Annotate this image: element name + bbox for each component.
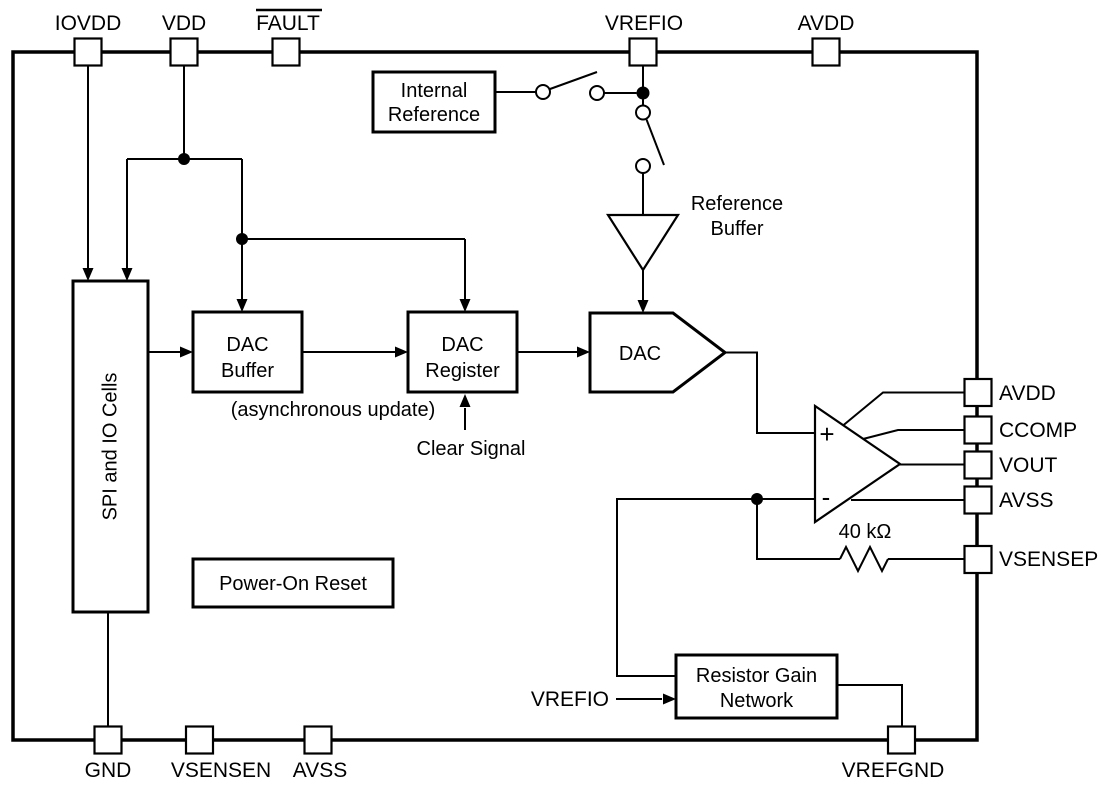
switch-contact-3: [635, 104, 651, 121]
pin-vsensen: [184, 725, 215, 755]
wire-resistor-left: [756, 499, 840, 560]
amp-plus-sign: +: [819, 419, 834, 449]
resistor-value-label: 40 kΩ: [839, 521, 892, 543]
switch-contact-2: [589, 85, 605, 101]
pin-vout: [963, 450, 993, 480]
pin-label-avss-right: AVSS: [999, 489, 1053, 512]
pin-label-vsensep: VSENSEP: [999, 548, 1098, 571]
vrefio-input-label: VREFIO: [531, 688, 609, 711]
arrowhead-dacregister-dac: [577, 346, 590, 358]
dac-label: DAC: [619, 343, 661, 365]
resistor-gain-network-block: [674, 653, 839, 720]
pin-iovdd: [73, 37, 103, 67]
arrowhead-vdd-dacregister: [459, 299, 471, 312]
pin-avdd-right: [963, 377, 993, 408]
pin-label-avdd-right: AVDD: [999, 382, 1056, 405]
pin-vsensep: [963, 544, 993, 575]
arrowhead-iovdd-spi: [82, 268, 94, 281]
arrowhead-refbuffer-dac: [637, 300, 649, 313]
amp-minus-sign: -: [822, 482, 831, 512]
pin-label-gnd: GND: [85, 759, 132, 782]
reference-buffer-label-line1: Reference: [691, 193, 783, 215]
pin-label-vout: VOUT: [999, 454, 1058, 477]
junction-dot-vrefio: [636, 86, 650, 100]
arrowhead-vdd-spi: [121, 268, 133, 281]
junction-dot-branch: [236, 233, 248, 245]
pin-vrefio-top: [628, 37, 658, 67]
pin-label-vrefio-top: VREFIO: [605, 12, 683, 35]
clear-signal-label: Clear Signal: [417, 438, 526, 460]
switch-arm-vertical: [645, 119, 665, 166]
switch-contact-1: [535, 84, 551, 100]
dac-register-label-line2: Register: [425, 360, 500, 382]
arrowhead-spi-dacbuffer: [180, 346, 193, 358]
pin-vdd: [169, 37, 199, 67]
output-amplifier-triangle: [813, 403, 902, 525]
pin-avss-bottom: [303, 725, 333, 755]
internal-reference-block: [371, 70, 497, 134]
power-on-reset-label: Power-On Reset: [219, 573, 367, 595]
pin-gnd: [93, 725, 123, 755]
pin-avss-right: [963, 485, 993, 515]
pin-label-iovdd: IOVDD: [55, 12, 122, 35]
dac-block: [588, 311, 728, 394]
wire-amp-ccomp: [862, 429, 965, 440]
resistor-gain-network-label-line2: Network: [720, 690, 794, 712]
junction-dot-vdd: [178, 153, 190, 165]
dac-buffer-block: [191, 310, 304, 394]
internal-reference-label-line1: Internal: [401, 80, 468, 102]
chip-outline: [11, 50, 979, 742]
wire-dac-amp: [725, 351, 815, 434]
pin-label-fault: FAULT: [256, 12, 320, 35]
pin-fault: [271, 37, 301, 67]
switch-arm-internal: [549, 71, 598, 90]
wire-feedback-rgn: [616, 498, 757, 677]
pin-label-vsensen: VSENSEN: [171, 759, 271, 782]
pin-avdd-top: [811, 37, 841, 67]
internal-reference-label-line2: Reference: [388, 104, 480, 126]
pin-label-avdd-top: AVDD: [798, 12, 855, 35]
dac-register-label-line1: DAC: [441, 334, 483, 356]
dac-register-block: [406, 310, 519, 394]
pin-label-ccomp: CCOMP: [999, 419, 1077, 442]
power-on-reset-block: [191, 557, 395, 609]
arrowhead-dacbuffer-dacregister: [395, 346, 408, 358]
pin-label-vrefgnd: VREFGND: [842, 759, 945, 782]
dac-buffer-label-line1: DAC: [226, 334, 268, 356]
arrowhead-vrefio-rgn: [663, 693, 676, 705]
wire-rgn-vrefgnd: [837, 684, 903, 727]
junction-dot-feedback: [751, 493, 763, 505]
pin-ccomp: [963, 415, 993, 445]
async-update-note: (asynchronous update): [231, 399, 436, 421]
spi-io-cells-label: SPI and IO Cells: [100, 373, 122, 521]
pin-label-vdd: VDD: [162, 12, 206, 35]
resistor-gain-network-label-line1: Resistor Gain: [696, 665, 817, 687]
pin-vrefgnd: [886, 725, 917, 755]
arrowhead-clear-signal: [459, 394, 471, 407]
pin-label-avss-bottom: AVSS: [293, 759, 347, 782]
switch-contact-4: [635, 158, 651, 174]
resistor-zigzag: [839, 544, 889, 574]
arrowhead-vdd-dacbuffer: [236, 299, 248, 312]
spi-io-cells-block: [71, 279, 150, 614]
reference-buffer-triangle: [605, 213, 681, 273]
reference-buffer-label-line2: Buffer: [711, 218, 764, 240]
wire-amp-avdd: [842, 391, 965, 427]
dac-buffer-label-line2: Buffer: [221, 360, 274, 382]
